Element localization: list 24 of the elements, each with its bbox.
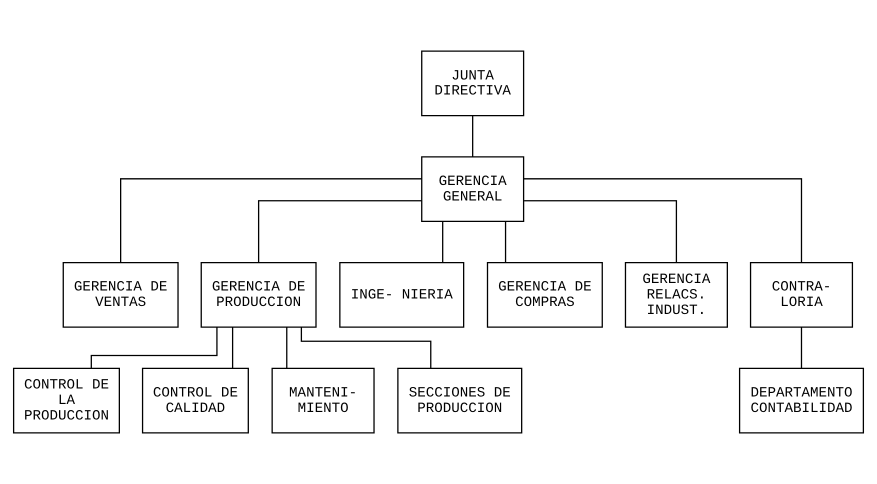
connector bbox=[300, 327, 432, 368]
node-box: CONTROL DE LA PRODUCCION bbox=[12, 368, 120, 434]
connector bbox=[504, 221, 506, 262]
connector bbox=[524, 200, 678, 262]
node-box: CONTRA- LORIA bbox=[750, 262, 854, 328]
node-box: CONTROL DE CALIDAD bbox=[142, 368, 249, 434]
node-box: GERENCIA DE VENTAS bbox=[62, 262, 179, 328]
node-box: DEPARTAMENTO CONTABILIDAD bbox=[738, 368, 864, 434]
connector bbox=[286, 327, 288, 368]
node-box: GERENCIA DE PRODUCCION bbox=[200, 262, 317, 328]
connector bbox=[120, 178, 422, 263]
node-box: INGE- NIERIA bbox=[339, 262, 464, 328]
connector bbox=[442, 221, 444, 262]
connector bbox=[524, 178, 802, 263]
node-box: SECCIONES DE PRODUCCION bbox=[397, 368, 522, 434]
node-box: JUNTA DIRECTIVA bbox=[421, 50, 524, 116]
node-box: GERENCIA RELACS. INDUST. bbox=[624, 262, 728, 328]
connector bbox=[472, 116, 474, 157]
node-box: GERENCIA GENERAL bbox=[421, 156, 524, 222]
connector bbox=[800, 327, 802, 368]
connector bbox=[232, 327, 234, 368]
node-box: MANTENI- MIENTO bbox=[272, 368, 375, 434]
node-box: GERENCIA DE COMPRAS bbox=[486, 262, 603, 328]
connector bbox=[258, 200, 422, 262]
